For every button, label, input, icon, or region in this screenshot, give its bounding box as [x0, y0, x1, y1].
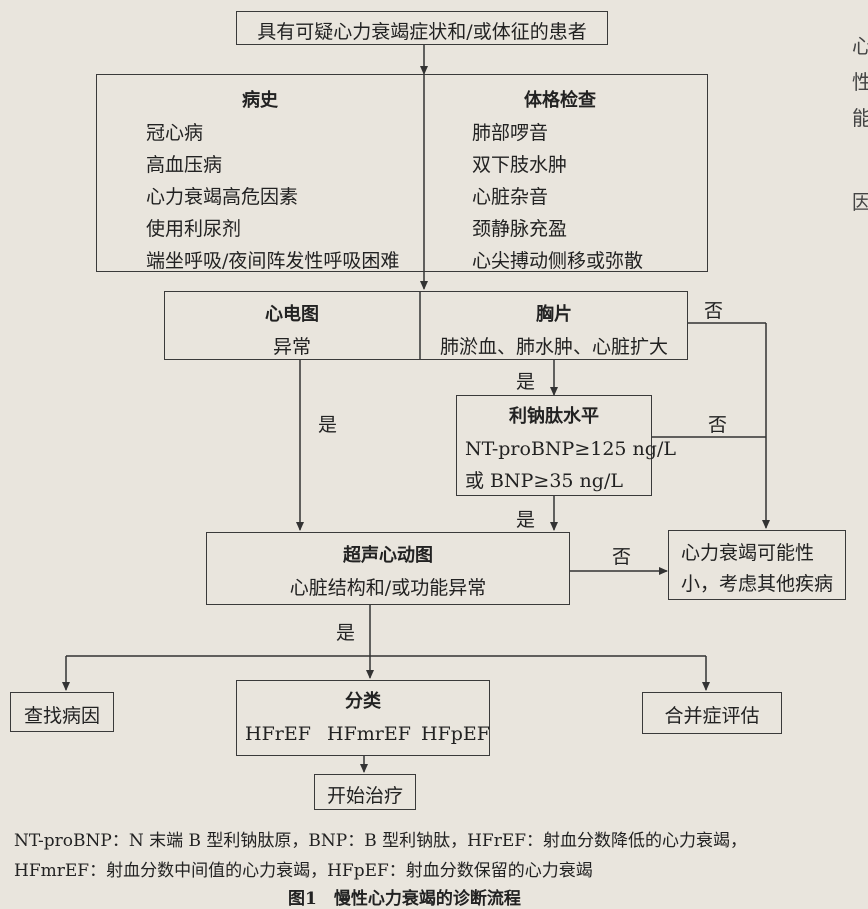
comorbid-text: 合并症评估 [664, 705, 760, 727]
history-item: 高血压病 [146, 154, 223, 176]
label-no-xray: 否 [704, 300, 724, 322]
bnp-title: 利钠肽水平 [509, 406, 599, 427]
type-hfpef: HFpEF [421, 723, 490, 745]
bnp-line2: 或 BNP≥35 ng/L [465, 470, 623, 492]
ecg-xray-box [164, 291, 688, 360]
history-title: 病史 [242, 90, 278, 111]
unlikely-line2: 小，考虑其他疾病 [681, 573, 834, 595]
label-yes-xray: 是 [516, 371, 536, 393]
caption-line2: HFmrEF：射血分数中间值的心力衰竭，HFpEF：射血分数保留的心力衰竭 [14, 861, 593, 881]
unlikely-box: 心力衰竭可能性 小，考虑其他疾病 [668, 530, 846, 600]
history-item: 端坐呼吸/夜间阵发性呼吸困难 [146, 250, 400, 272]
cause-text: 查找病因 [23, 705, 100, 727]
type-hfref: HFrEF [245, 723, 311, 745]
label-no-bnp: 否 [708, 414, 728, 436]
history-item: 冠心病 [146, 122, 204, 144]
bnp-box: 利钠肽水平 NT-proBNP≥125 ng/L 或 BNP≥35 ng/L [456, 395, 676, 496]
label-yes-ecg: 是 [318, 414, 338, 436]
cause-box: 查找病因 [10, 692, 114, 732]
treat-box: 开始治疗 [314, 774, 416, 810]
label-yes-bnp: 是 [516, 509, 536, 531]
classify-box: 分类 HFrEF HFmrEF HFpEF [236, 680, 490, 756]
history-item: 使用利尿剂 [146, 218, 242, 240]
exam-item: 心尖搏动侧移或弥散 [472, 250, 644, 272]
edge-char: 性 [852, 70, 868, 94]
echo-title: 超声心动图 [343, 545, 433, 566]
treat-text: 开始治疗 [326, 785, 403, 807]
figure-title: 图1 慢性心力衰竭的诊断流程 [288, 889, 521, 909]
exam-item: 心脏杂音 [472, 186, 549, 208]
ecg-title: 心电图 [265, 304, 319, 325]
xray-sub: 肺淤血、肺水肿、心脏扩大 [439, 336, 668, 358]
history-exam-box [96, 74, 708, 272]
history-item: 心力衰竭高危因素 [146, 186, 299, 208]
xray-title: 胸片 [536, 304, 572, 325]
bnp-line1: NT-proBNP≥125 ng/L [465, 438, 676, 460]
echo-sub: 心脏结构和/或功能异常 [289, 577, 487, 599]
type-hfmref: HFmrEF [327, 723, 411, 745]
comorbid-box: 合并症评估 [642, 692, 782, 734]
ecg-sub: 异常 [272, 336, 311, 358]
echo-box: 超声心动图 心脏结构和/或功能异常 [206, 532, 570, 605]
exam-title: 体格检查 [524, 90, 596, 111]
edge-char: 因 [852, 190, 868, 214]
start-text: 具有可疑心力衰竭症状和/或体征的患者 [257, 21, 587, 43]
edge-char: 心 [852, 34, 868, 58]
unlikely-line1: 心力衰竭可能性 [681, 542, 815, 564]
caption-line1: NT-proBNP：N 末端 B 型利钠肽原，BNP：B 型利钠肽，HFrEF：… [14, 831, 748, 851]
label-yes-echo: 是 [336, 622, 356, 644]
start-box: 具有可疑心力衰竭症状和/或体征的患者 [236, 11, 608, 45]
label-no-echo: 否 [612, 546, 632, 568]
exam-item: 双下肢水肿 [472, 154, 568, 176]
classify-title: 分类 [345, 691, 381, 712]
exam-item: 颈静脉充盈 [472, 218, 568, 240]
exam-item: 肺部啰音 [472, 122, 549, 144]
edge-char: 能 [852, 106, 868, 130]
